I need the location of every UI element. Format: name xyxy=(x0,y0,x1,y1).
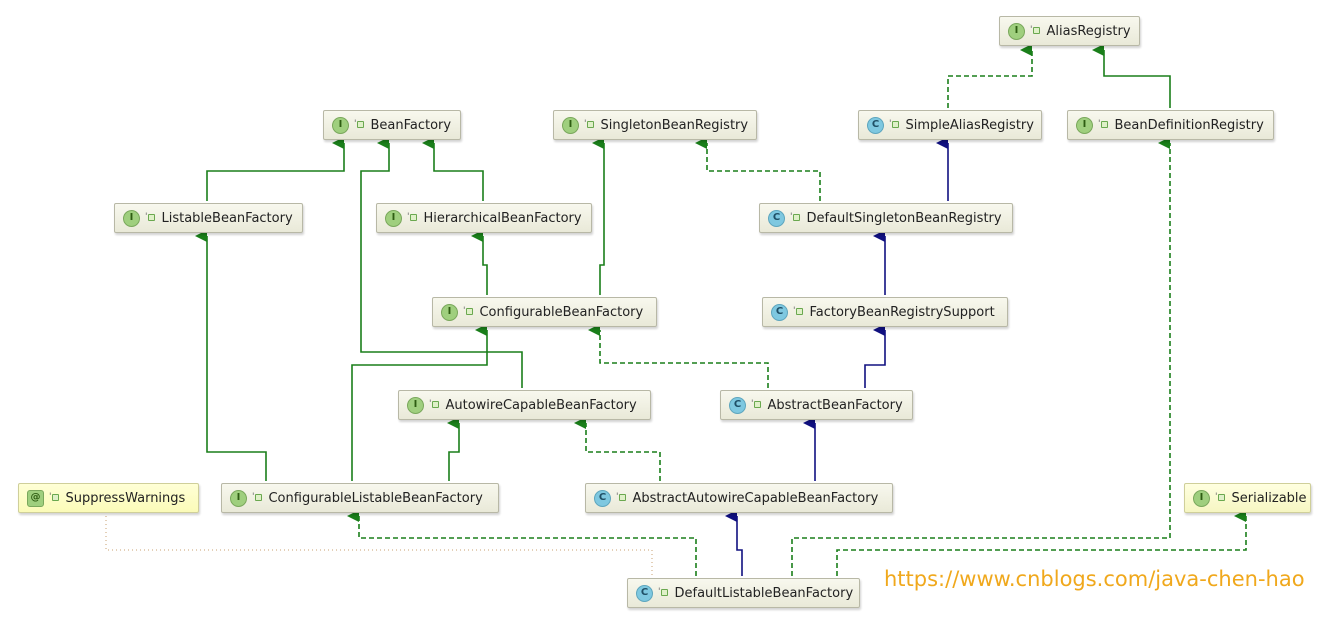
visibility-icon: ' xyxy=(1215,492,1226,502)
node-label: DefaultListableBeanFactory xyxy=(674,585,854,601)
interface-icon: I xyxy=(407,396,424,414)
interface-icon: I xyxy=(441,303,458,321)
edge-hierarchical-to-beanfactory xyxy=(422,137,484,201)
edge-defaultlistable-to-abstractautowire xyxy=(725,510,743,576)
node-listable-bean-factory[interactable]: I ' ListableBeanFactory xyxy=(114,203,303,233)
class-icon: C xyxy=(636,584,653,602)
edge-defaultlistable-to-cfglistable xyxy=(347,510,697,576)
visibility-icon: ' xyxy=(793,306,804,316)
class-icon: C xyxy=(771,303,788,321)
interface-icon: I xyxy=(123,209,140,227)
node-suppress-warnings[interactable]: @ ' SuppressWarnings xyxy=(18,483,199,513)
interface-icon: I xyxy=(385,209,402,227)
edge-abstractbf-to-configurable xyxy=(588,324,769,388)
node-default-listable-bean-factory[interactable]: C ' DefaultListableBeanFactory xyxy=(627,578,860,608)
visibility-icon: ' xyxy=(429,399,440,409)
node-label: SuppressWarnings xyxy=(65,490,186,506)
edge-configurable-to-singleton xyxy=(592,137,605,295)
visibility-icon: ' xyxy=(463,306,474,316)
node-serializable[interactable]: I ' Serializable xyxy=(1184,483,1311,513)
edge-cfglistable-to-autowire xyxy=(447,417,460,481)
edge-abstractbf-to-factorybean xyxy=(864,324,886,388)
visibility-icon: ' xyxy=(354,119,365,129)
node-label: DefaultSingletonBeanRegistry xyxy=(806,210,1002,226)
node-label: Serializable xyxy=(1231,490,1307,506)
node-label: ConfigurableBeanFactory xyxy=(479,304,644,320)
interface-icon: I xyxy=(562,116,579,134)
edge-cfglistable-to-listable xyxy=(195,230,267,481)
edge-cfglistable-to-configurable xyxy=(351,324,488,481)
node-label: AliasRegistry xyxy=(1046,23,1131,39)
edge-defaultlistable-to-serializable xyxy=(836,510,1247,576)
node-label: SimpleAliasRegistry xyxy=(905,117,1034,133)
node-label: HierarchicalBeanFactory xyxy=(423,210,582,226)
edge-defaultlistable-to-beandefreg xyxy=(791,137,1171,576)
abstract-class-icon: C xyxy=(729,396,746,414)
edge-defsingleton-to-singleton xyxy=(695,137,821,201)
visibility-icon: ' xyxy=(252,492,263,502)
node-abstract-bean-factory[interactable]: C ' AbstractBeanFactory xyxy=(720,390,913,420)
visibility-icon: ' xyxy=(790,212,801,222)
edge-suppresswarnings-link xyxy=(105,516,653,576)
node-label: SingletonBeanRegistry xyxy=(600,117,749,133)
node-label: AbstractBeanFactory xyxy=(767,397,903,413)
visibility-icon: ' xyxy=(145,212,156,222)
node-singleton-bean-registry[interactable]: I ' SingletonBeanRegistry xyxy=(553,110,757,140)
node-hierarchical-bean-factory[interactable]: I ' HierarchicalBeanFactory xyxy=(376,203,592,233)
node-configurable-listable-bean-factory[interactable]: I ' ConfigurableListableBeanFactory xyxy=(221,483,499,513)
node-bean-definition-registry[interactable]: I ' BeanDefinitionRegistry xyxy=(1067,110,1274,140)
interface-icon: I xyxy=(332,116,349,134)
node-label: ListableBeanFactory xyxy=(161,210,293,226)
node-label: FactoryBeanRegistrySupport xyxy=(809,304,995,320)
interface-icon: I xyxy=(1076,116,1093,134)
interface-icon: I xyxy=(1008,22,1025,40)
node-factory-bean-registry-support[interactable]: C ' FactoryBeanRegistrySupport xyxy=(762,297,1008,327)
node-label: AbstractAutowireCapableBeanFactory xyxy=(632,490,879,506)
edge-listable-to-beanfactory xyxy=(206,137,345,201)
annotation-icon: @ xyxy=(27,489,44,507)
node-label: ConfigurableListableBeanFactory xyxy=(268,490,483,506)
node-simple-alias-registry[interactable]: C ' SimpleAliasRegistry xyxy=(858,110,1042,140)
edge-autowire-to-beanfactory xyxy=(360,137,523,388)
class-icon: C xyxy=(867,116,884,134)
visibility-icon: ' xyxy=(1030,25,1041,35)
node-bean-factory[interactable]: I ' BeanFactory xyxy=(323,110,461,140)
visibility-icon: ' xyxy=(616,492,627,502)
edge-configurable-to-hierarchical xyxy=(471,230,488,295)
node-configurable-bean-factory[interactable]: I ' ConfigurableBeanFactory xyxy=(432,297,657,327)
visibility-icon: ' xyxy=(1098,119,1109,129)
edge-abstractautowire-to-autowire xyxy=(574,417,661,481)
interface-icon: I xyxy=(230,489,247,507)
node-abstract-autowire-capable-bean-factory[interactable]: C ' AbstractAutowireCapableBeanFactory xyxy=(585,483,893,513)
node-default-singleton-bean-registry[interactable]: C ' DefaultSingletonBeanRegistry xyxy=(759,203,1013,233)
visibility-icon: ' xyxy=(889,119,900,129)
visibility-icon: ' xyxy=(407,212,418,222)
interface-icon: I xyxy=(1193,489,1210,507)
class-icon: C xyxy=(768,209,785,227)
watermark-url: https://www.cnblogs.com/java-chen-hao xyxy=(884,567,1305,591)
edge-beandefreg-to-alias xyxy=(1092,44,1171,108)
abstract-class-icon: C xyxy=(594,489,611,507)
visibility-icon: ' xyxy=(49,492,60,502)
edge-simplealias-to-alias xyxy=(947,44,1033,108)
node-label: BeanFactory xyxy=(370,117,452,133)
visibility-icon: ' xyxy=(751,399,762,409)
node-label: BeanDefinitionRegistry xyxy=(1114,117,1264,133)
visibility-icon: ' xyxy=(658,587,669,597)
visibility-icon: ' xyxy=(584,119,595,129)
node-label: AutowireCapableBeanFactory xyxy=(445,397,637,413)
node-autowire-capable-bean-factory[interactable]: I ' AutowireCapableBeanFactory xyxy=(398,390,651,420)
node-alias-registry[interactable]: I ' AliasRegistry xyxy=(999,16,1140,46)
